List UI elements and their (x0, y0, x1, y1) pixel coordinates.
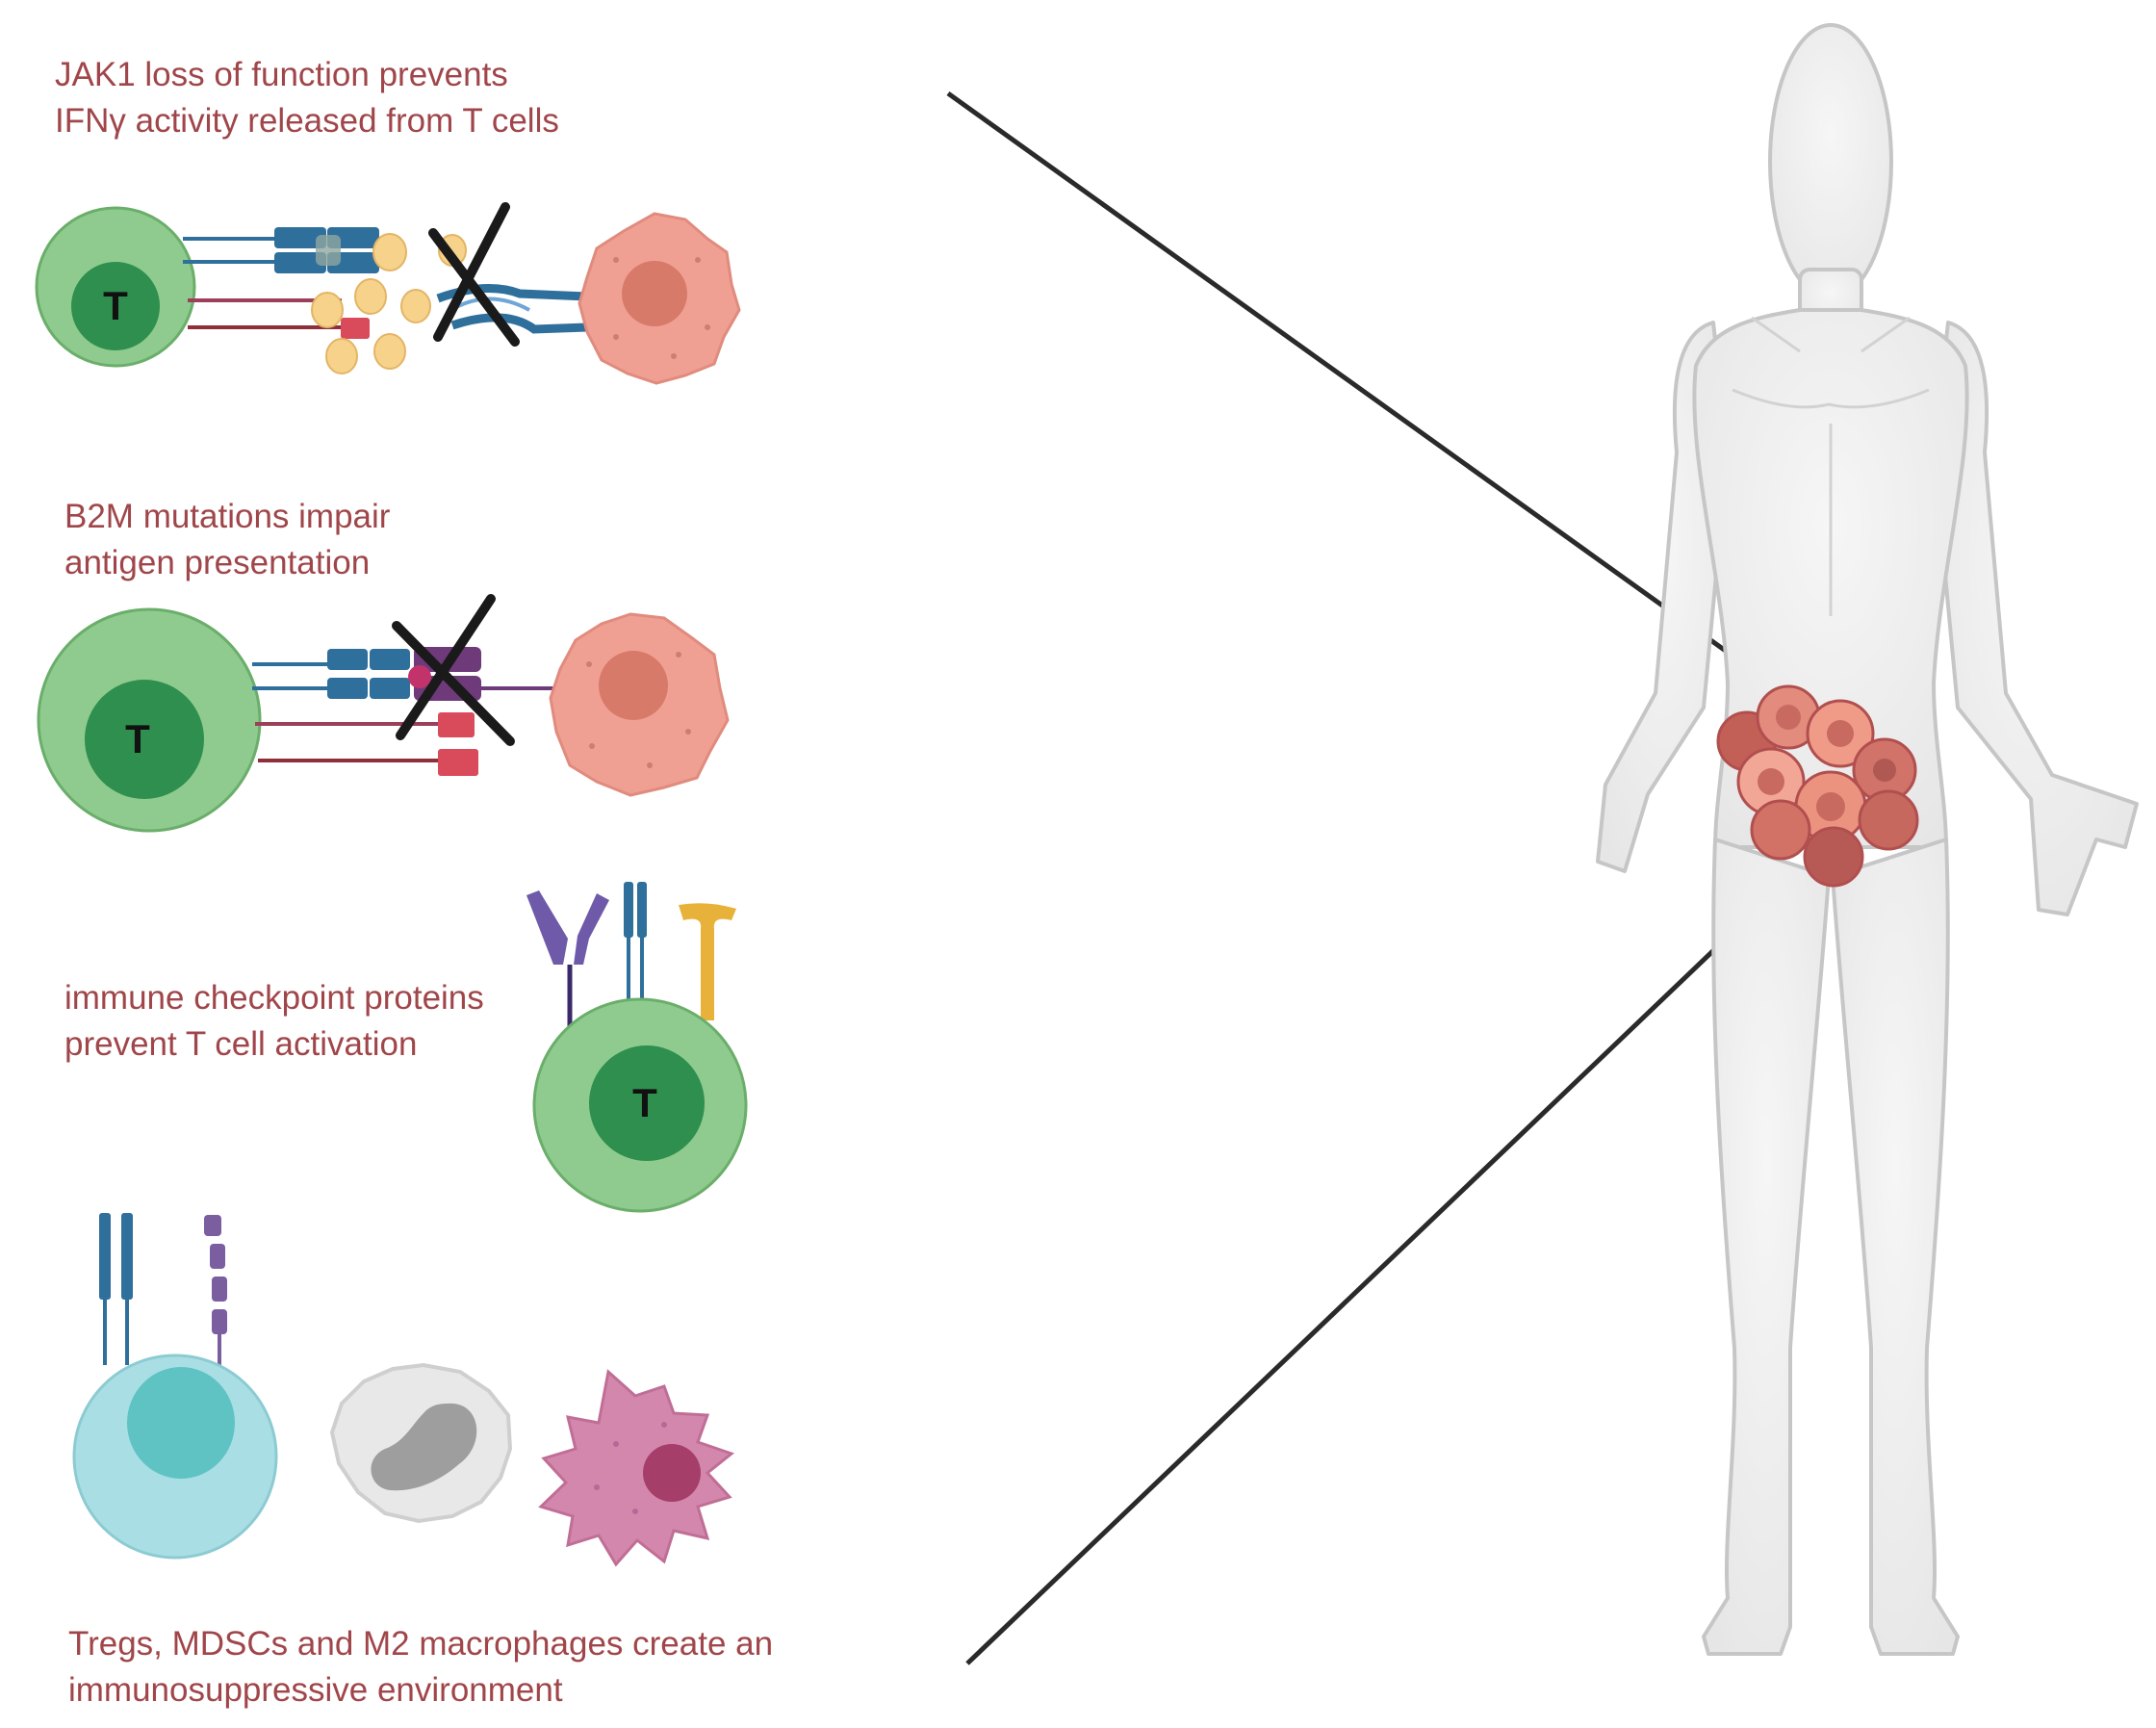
caption-b2m: B2M mutations impair antigen presentatio… (64, 494, 390, 586)
caption-jak1-line1: JAK1 loss of function prevents (55, 56, 508, 93)
tumor-cell-icon (549, 612, 730, 797)
connector-line-upper (946, 90, 1756, 674)
caption-checkpoint-line2: prevent T cell activation (64, 1025, 418, 1063)
t-cell-icon: T (35, 206, 196, 368)
caption-b2m-line1: B2M mutations impair (64, 498, 391, 535)
connector-line-lower (965, 898, 1768, 1665)
caption-b2m-line2: antigen presentation (64, 544, 371, 581)
t-cell-icon: T (532, 997, 748, 1213)
cross-mark-icon (392, 594, 515, 746)
m2-macrophage-icon (538, 1369, 735, 1567)
caption-checkpoint: immune checkpoint proteins prevent T cel… (64, 975, 484, 1068)
cross-mark-icon (428, 202, 520, 347)
mdsc-cell-icon (329, 1362, 513, 1524)
caption-suppressive: Tregs, MDSCs and M2 macrophages create a… (68, 1621, 773, 1714)
t-cell-label: T (125, 716, 150, 761)
caption-jak1: JAK1 loss of function prevents IFNγ acti… (55, 52, 559, 144)
caption-checkpoint-line1: immune checkpoint proteins (64, 979, 484, 1017)
treg-cell-icon (72, 1354, 278, 1560)
tcr-complex-1 (183, 227, 379, 339)
caption-suppressive-line1: Tregs, MDSCs and M2 macrophages create a… (68, 1625, 774, 1663)
t-cell-icon: T (37, 607, 262, 833)
caption-jak1-line2: IFNγ activity released from T cells (55, 102, 559, 140)
tumor-mass-icon (1716, 684, 1919, 888)
ifn-receptor (436, 284, 588, 334)
ifn-gamma-cytokines (311, 233, 467, 374)
tumor-cell-icon (578, 212, 741, 385)
t-cell-label: T (103, 283, 128, 328)
tcr-complex-2 (252, 649, 478, 776)
treg-receptors (99, 1213, 227, 1367)
caption-suppressive-line2: immunosuppressive environment (68, 1671, 563, 1709)
t-cell-label: T (632, 1080, 657, 1125)
